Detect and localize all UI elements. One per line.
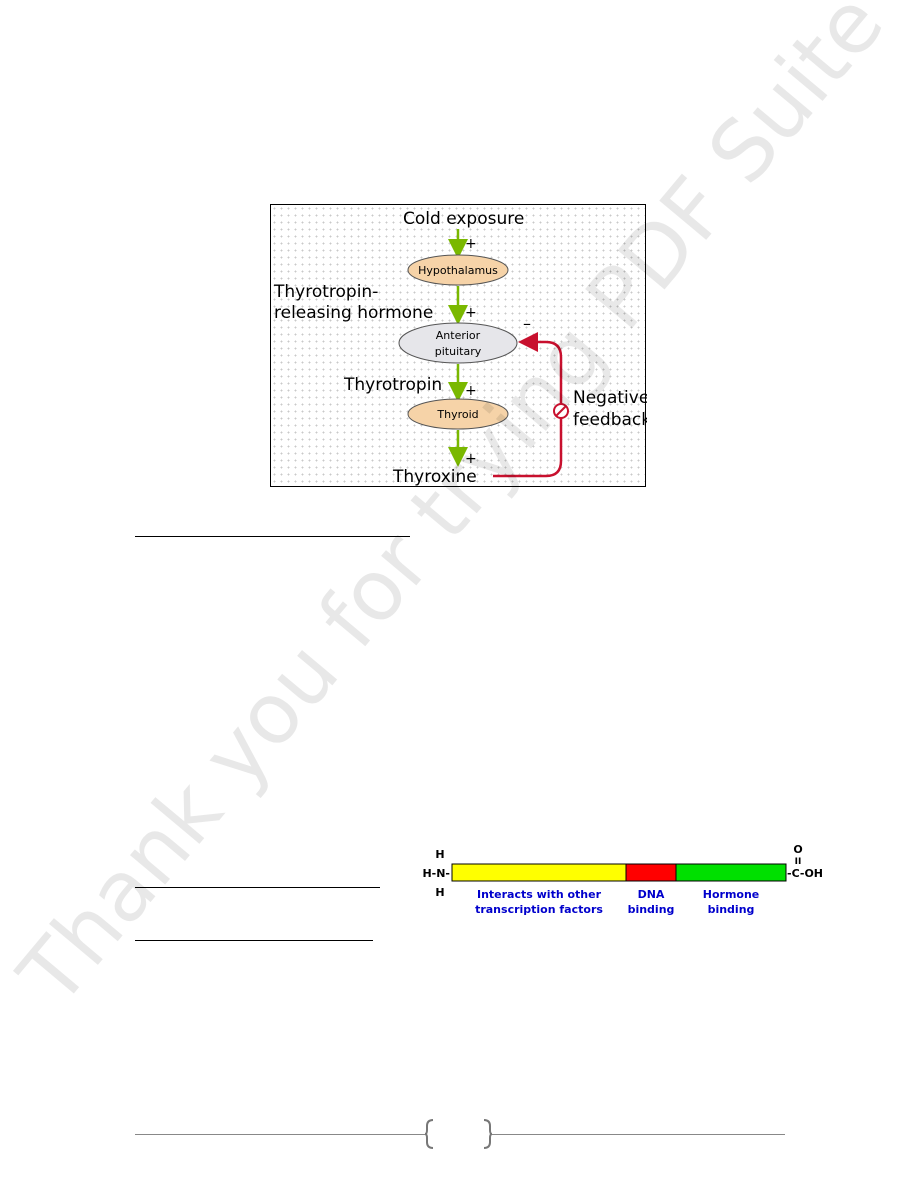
n-terminus-bottom: H: [435, 886, 444, 899]
domain-label-hormone-line1: Hormone: [703, 888, 760, 901]
c-terminus-middle: -C-OH: [787, 867, 823, 880]
thyrotropin-label: Thyrotropin: [343, 375, 442, 395]
n-terminus-top: H: [435, 848, 444, 861]
hypothalamus-label: Hypothalamus: [418, 264, 498, 277]
inhibition-icon: [553, 403, 569, 419]
dna-binding-domain: [625, 863, 677, 882]
domain-label-transactivation-line1: Interacts with other: [477, 888, 602, 901]
domain-label-transactivation-line2: transcription factors: [475, 903, 603, 916]
footer-page-bracket: [425, 1118, 492, 1150]
stimulus-label: Cold exposure: [403, 209, 524, 229]
receptor-domain-diagram: H H-N- H O II -C-OH Interacts with other…: [422, 843, 823, 916]
c-terminus-oxygen: O: [793, 843, 802, 856]
anterior-pituitary-ellipse: [398, 322, 518, 364]
thyroid-axis-diagram: Cold exposure + Hypothalamus Thyrotropin…: [273, 209, 647, 487]
footer-rule-right: [492, 1134, 785, 1135]
plus-sign: +: [465, 383, 477, 399]
transactivation-domain: [451, 863, 627, 882]
heading-underline: [135, 940, 373, 941]
plus-sign: +: [465, 305, 477, 321]
thyroxine-label: Thyroxine: [392, 467, 477, 487]
hormone-binding-domain: [675, 863, 787, 882]
page-bracket-icon: [425, 1119, 492, 1149]
trh-label-line2: releasing hormone: [274, 303, 433, 323]
heading-underline: [135, 536, 410, 537]
thyroid-axis-figure: Cold exposure + Hypothalamus Thyrotropin…: [270, 204, 647, 487]
domain-label-dna-line2: binding: [628, 903, 675, 916]
footer-rule-left: [135, 1134, 425, 1135]
heading-underline: [135, 887, 380, 888]
anterior-pituitary-label-line2: pituitary: [435, 345, 482, 358]
feedback-label-line2: feedback: [573, 410, 647, 430]
hypothalamus-ellipse: [407, 254, 509, 286]
n-terminus-middle: H-N-: [422, 867, 450, 880]
thyroid-ellipse: [407, 398, 509, 430]
trh-label-line1: Thyrotropin-: [273, 282, 378, 302]
page-number: [425, 1118, 492, 1150]
domain-label-hormone-line2: binding: [708, 903, 755, 916]
domain-label-dna-line1: DNA: [638, 888, 665, 901]
plus-sign: +: [465, 451, 477, 467]
thyroid-label: Thyroid: [436, 408, 478, 421]
anterior-pituitary-label-line1: Anterior: [436, 329, 481, 342]
minus-sign: –: [523, 314, 531, 333]
receptor-domain-figure: H H-N- H O II -C-OH Interacts with other…: [405, 840, 835, 930]
c-terminus-double-bond: II: [795, 857, 802, 867]
plus-sign: +: [465, 236, 477, 252]
feedback-label-line1: Negative: [573, 388, 647, 408]
